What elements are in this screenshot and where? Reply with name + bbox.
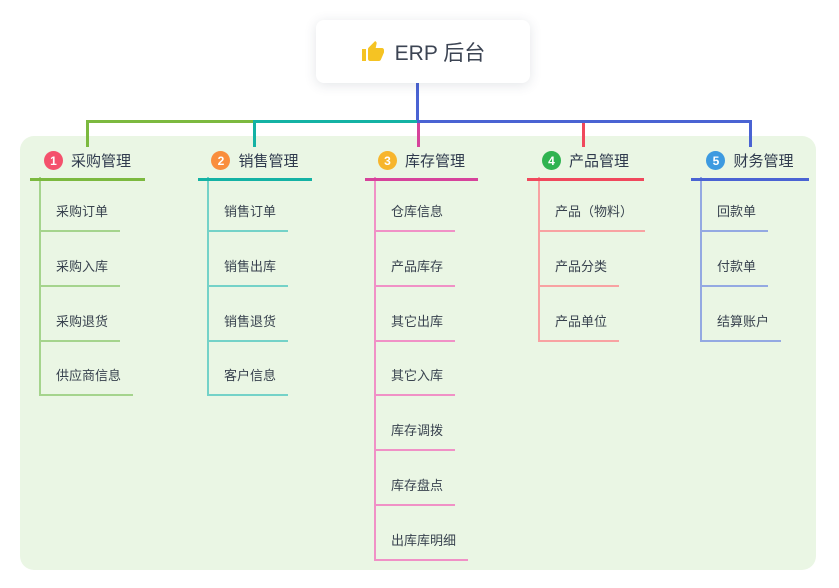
drop-connector [749,120,752,147]
horizontal-connector [86,120,256,123]
branch-item[interactable]: 库存调拨 [374,419,456,451]
branch-item[interactable]: 产品（物料） [538,200,646,232]
branch-title: 产品管理 [568,153,629,170]
branch-item[interactable]: 仓库信息 [374,200,456,232]
branch-title: 销售管理 [238,153,299,170]
branch-item[interactable]: 供应商信息 [39,364,134,396]
branches-panel [20,136,816,570]
horizontal-connector [253,120,420,123]
root-label: ERP 后台 [394,41,486,65]
branch-header-4[interactable]: 4 产品管理 [527,146,644,181]
branch-number-badge: 2 [211,151,231,170]
drop-connector [86,120,89,147]
branch-header-5[interactable]: 5 财务管理 [691,146,809,181]
branch-item[interactable]: 采购退货 [39,310,121,342]
branch-title: 财务管理 [733,153,794,170]
branch-number-badge: 3 [377,151,397,170]
root-stem-connector [416,83,419,121]
branch-item[interactable]: 其它入库 [374,364,456,396]
branch-item[interactable]: 产品单位 [538,310,620,342]
branch-header-2[interactable]: 2 销售管理 [198,146,312,181]
connector-line [538,177,540,342]
branch-item[interactable]: 采购入库 [39,255,121,287]
branch-item[interactable]: 库存盘点 [374,474,456,506]
branch-item[interactable]: 销售退货 [207,310,289,342]
horizontal-connector [417,120,752,123]
connector-line [374,177,376,561]
branch-number-badge: 5 [706,151,726,170]
branch-title: 采购管理 [70,153,131,170]
branch-number-badge: 4 [541,151,561,170]
branch-item[interactable]: 销售出库 [207,255,289,287]
connector-line [700,177,702,342]
branch-header-1[interactable]: 1 采购管理 [30,146,145,181]
branch-item[interactable]: 销售订单 [207,200,289,232]
branch-item[interactable]: 其它出库 [374,310,456,342]
branch-item[interactable]: 客户信息 [207,364,289,396]
branch-item[interactable]: 出库库明细 [374,529,469,561]
branch-title: 库存管理 [404,153,465,170]
branch-header-3[interactable]: 3 库存管理 [365,146,478,181]
branch-item[interactable]: 产品分类 [538,255,620,287]
branch-item[interactable]: 结算账户 [700,310,782,342]
drop-connector [253,120,256,147]
drop-connector [582,123,585,147]
drop-connector [417,123,420,147]
thumbs-up-icon [361,40,385,64]
root-node[interactable]: ERP 后台 [316,20,530,83]
branch-item[interactable]: 产品库存 [374,255,456,287]
branch-item[interactable]: 采购订单 [39,200,121,232]
branch-item[interactable]: 付款单 [700,255,769,287]
branch-item[interactable]: 回款单 [700,200,769,232]
branch-number-badge: 1 [43,151,63,170]
